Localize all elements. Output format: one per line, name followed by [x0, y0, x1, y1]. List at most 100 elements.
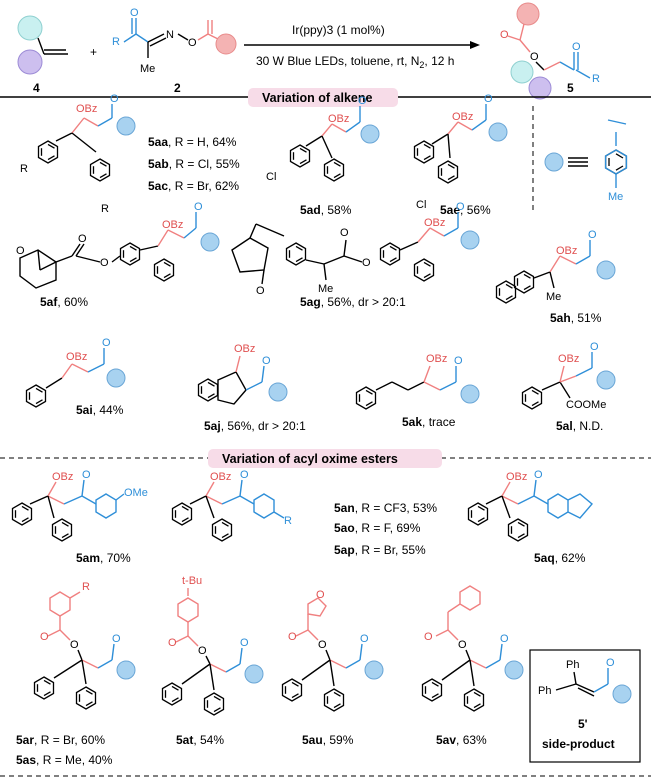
compound-5ar-5as: R O O O 5ar, R = Br, 60% 5as, R = Me, 40… — [16, 581, 136, 767]
label-5aj: 5aj, 56%, dr > 20:1 — [204, 419, 306, 433]
ome-am: OMe — [124, 487, 148, 499]
compound-5av: O O O 5av, 63% — [421, 585, 524, 747]
compound-5at: t-Bu O O O 5at, 54% — [161, 575, 264, 747]
obz-ai: OBz — [66, 351, 87, 363]
compound-4-label: 4 — [33, 81, 40, 95]
obz-ae: OBz — [452, 111, 473, 123]
compound-5aj: OBz O 5aj, 56%, dr > 20:1 — [197, 343, 306, 433]
cl-ad: Cl — [266, 171, 276, 183]
obz-ad: OBz — [328, 113, 349, 125]
product-5: O O O R 5 — [500, 2, 600, 100]
compound-5ag: O Me O O OBz O 5ag, 56%, dr > 20:1 — [231, 201, 480, 309]
compound-5-label: 5 — [567, 81, 574, 95]
label-5as: 5as, R = Me, 40% — [16, 753, 113, 767]
compound-2-label: 2 — [174, 81, 181, 95]
obz-aa: OBz — [76, 103, 97, 115]
side-product-box: Ph Ph O 5' side-product — [529, 649, 641, 763]
label-5ap: 5ap, R = Br, 55% — [334, 543, 426, 557]
o-aq: O — [534, 469, 543, 481]
label-5aq: 5aq, 62% — [534, 551, 586, 565]
label-5ao: 5ao, R = F, 69% — [334, 521, 421, 535]
me-legend: Me — [608, 191, 623, 203]
ph-1: Ph — [566, 659, 579, 671]
side-product-id: 5' — [578, 717, 588, 731]
o-at3: O — [240, 637, 249, 649]
reaction-arrow: Ir(ppy)3 (1 mol%) 30 W Blue LEDs, toluen… — [244, 23, 480, 70]
tbu-at: t-Bu — [182, 575, 202, 587]
product-o2: O — [530, 51, 539, 63]
conditions-text: 30 W Blue LEDs, toluene, rt, N2, 12 h — [256, 54, 454, 70]
obz-al: OBz — [558, 353, 579, 365]
me-atom: Me — [140, 63, 155, 75]
o-ag2: O — [340, 227, 349, 239]
oxime-reagent-2: R O Me N O 2 — [112, 7, 237, 95]
label-5ak: 5ak, trace — [402, 415, 456, 429]
o-ak: O — [454, 355, 463, 367]
compound-5au: O O O O 5au, 59% — [281, 589, 384, 747]
o-aa: O — [110, 93, 119, 105]
product-o3: O — [572, 41, 581, 53]
o-ag4: O — [456, 201, 465, 213]
label-5ar: 5ar, R = Br, 60% — [16, 733, 105, 747]
r-atom: R — [112, 36, 120, 48]
obz-am: OBz — [52, 471, 73, 483]
compound-5al: OBz COOMe O 5al, N.D. — [521, 341, 616, 433]
o-af2: O — [78, 233, 87, 245]
ph-2: Ph — [538, 685, 551, 697]
label-5at: 5at, 54% — [176, 733, 224, 747]
label-5aa: 5aa, R = H, 64% — [148, 135, 237, 149]
o-at2: O — [198, 645, 207, 657]
me-ag: Me — [318, 283, 333, 295]
cl-ae: Cl — [416, 199, 426, 211]
label-5ai: 5ai, 44% — [76, 403, 124, 417]
obz-ag: OBz — [424, 217, 445, 229]
label-5av: 5av, 63% — [436, 733, 487, 747]
header-alkene-text: Variation of alkene — [262, 91, 373, 105]
obz-aj: OBz — [234, 343, 255, 355]
catalyst-text: Ir(ppy)3 (1 mol%) — [292, 23, 385, 37]
compound-5ah: OBz Me O 5ah, 51% — [495, 229, 616, 325]
o-ah: O — [588, 229, 597, 241]
o-af3: O — [100, 257, 109, 269]
compound-5aa-5ac: R OBz O R 5aa, R = H, 64% 5ab, R = Cl, 5… — [20, 93, 240, 215]
compound-5ai: OBz O 5ai, 44% — [25, 337, 126, 417]
o-av3: O — [500, 633, 509, 645]
n-atom: N — [166, 29, 174, 41]
o-aj: O — [262, 355, 271, 367]
label-5ag: 5ag, 56%, dr > 20:1 — [300, 295, 406, 309]
o-ag: O — [256, 285, 265, 297]
compound-5af: O O O OBz O 5af, 60% — [16, 201, 220, 309]
obz-aq: OBz — [506, 471, 527, 483]
o-al: O — [590, 341, 599, 353]
obz-ah: OBz — [556, 245, 577, 257]
o-au1: O — [288, 631, 297, 643]
compound-5ad: Cl OBz O 5ad, 58% — [266, 95, 380, 217]
side-product-caption: side-product — [542, 737, 615, 751]
me-ah: Me — [546, 291, 561, 303]
o-au3: O — [360, 633, 369, 645]
label-5an: 5an, R = CF3, 53% — [334, 501, 437, 515]
label-5am: 5am, 70% — [76, 551, 131, 565]
label-5ae: 5ae, 56% — [440, 203, 491, 217]
o-am: O — [82, 469, 91, 481]
label-5ad: 5ad, 58% — [300, 203, 352, 217]
o-side: O — [606, 657, 615, 669]
coome-al: COOMe — [566, 399, 606, 411]
compound-5am: OBz O OMe 5am, 70% — [11, 469, 148, 565]
o-av1: O — [424, 631, 433, 643]
plus-sign: + — [90, 45, 97, 59]
header-variation-alkene: Variation of alkene — [248, 88, 398, 107]
legend-blue-dot-equals-tolyl: Me — [544, 119, 628, 203]
o-at1: O — [168, 637, 177, 649]
r-ar: R — [82, 581, 90, 593]
label-5al: 5al, N.D. — [556, 419, 603, 433]
o-ad: O — [358, 95, 367, 107]
compound-5aq: OBz O 5aq, 62% — [467, 469, 593, 565]
compound-5an-5ap: OBz O R 5an, R = CF3, 53% 5ao, R = F, 69… — [171, 469, 437, 557]
o-af4: O — [194, 201, 203, 213]
obz-af: OBz — [162, 219, 183, 231]
label-5af: 5af, 60% — [40, 295, 88, 309]
compound-5ak: OBz O 5ak, trace — [355, 353, 480, 429]
r-sub-1: R — [20, 163, 28, 175]
